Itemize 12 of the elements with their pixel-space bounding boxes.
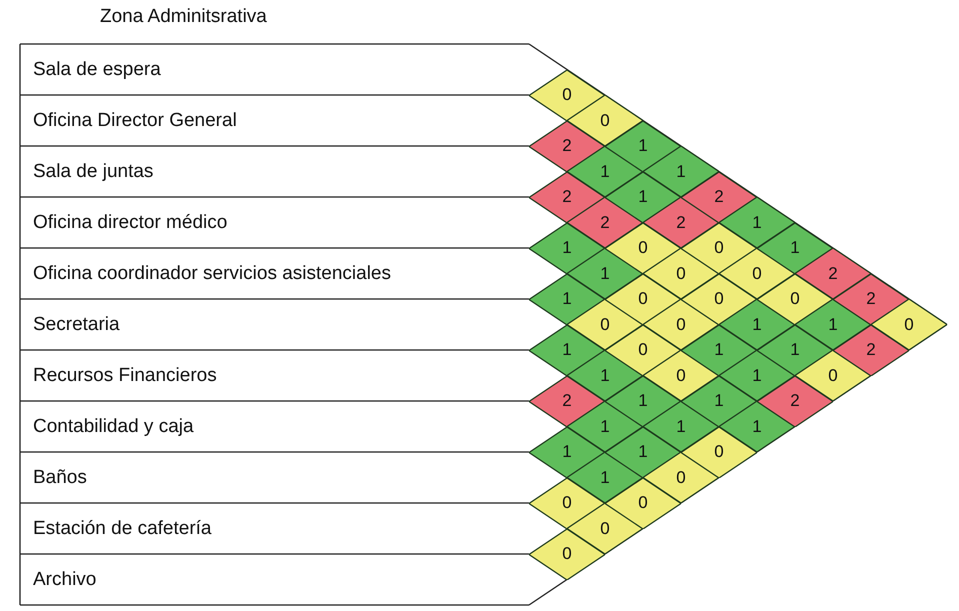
room-row: Estación de cafetería xyxy=(20,503,529,554)
room-row: Contabilidad y caja xyxy=(20,401,529,452)
room-row: Sala de juntas xyxy=(20,146,529,197)
room-row: Secretaria xyxy=(20,299,529,350)
room-row: Oficina coordinador servicios asistenciales xyxy=(20,248,529,299)
room-row: Oficina Director General xyxy=(20,95,529,146)
room-row: Oficina director médico xyxy=(20,197,529,248)
room-row: Sala de espera xyxy=(20,44,529,95)
room-row: Baños xyxy=(20,452,529,503)
room-row: Archivo xyxy=(20,554,529,605)
room-row: Recursos Financieros xyxy=(20,350,529,401)
zone-title: Zona Adminitsrativa xyxy=(100,6,267,28)
